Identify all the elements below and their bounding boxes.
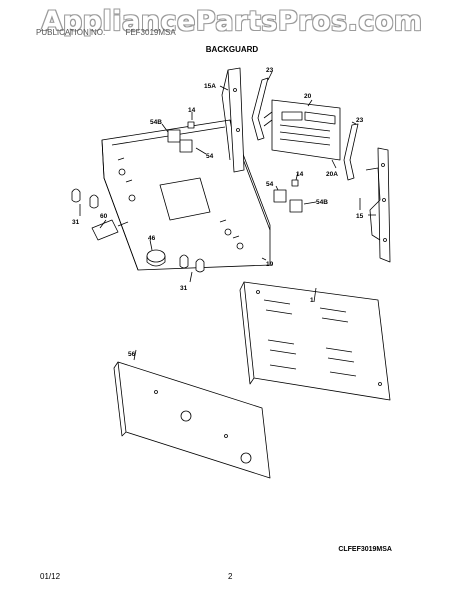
end-panel-15a — [221, 67, 245, 173]
part-label: 15 — [356, 213, 364, 220]
part-label: 31 — [72, 219, 80, 226]
control-board-20 — [263, 99, 341, 161]
part-label: 1 — [310, 297, 314, 304]
part-label: 31 — [180, 285, 188, 292]
model-label: FEF3019MSA — [125, 28, 176, 37]
part-labels: 1 56 15 15A 23 23 20 20A 14 14 54B 54 54… — [72, 67, 364, 358]
footer-page-number: 2 — [228, 572, 233, 581]
rear-panel-1 — [239, 281, 391, 401]
part-label: 20 — [304, 93, 312, 100]
bracket-23-left — [251, 77, 269, 141]
bracket-23-right — [343, 123, 359, 181]
lower-panel-56 — [113, 361, 271, 479]
knob-46 — [146, 249, 166, 267]
control-panel-19 — [101, 119, 271, 271]
part-label: 54B — [316, 199, 328, 206]
part-label: 20A — [326, 171, 338, 178]
part-label: 15A — [204, 83, 216, 90]
switch-54b-lower — [289, 199, 303, 213]
part-label: 54 — [206, 153, 214, 160]
part-label: 46 — [148, 235, 156, 242]
publication-label: PUBLICATION NO. — [36, 28, 106, 37]
knobs-31-left — [71, 188, 99, 209]
section-title: BACKGUARD — [205, 45, 259, 54]
part-label: 54B — [150, 119, 162, 126]
part-label: 23 — [266, 67, 274, 74]
model-code: CLFEF3019MSA — [338, 546, 392, 553]
footer-date: 01/12 — [40, 572, 61, 581]
watermark: AppliancePartsPros.com — [41, 6, 423, 37]
part-label: 56 — [128, 351, 136, 358]
part-label: 60 — [100, 213, 108, 220]
part-label: 23 — [356, 117, 364, 124]
light-14-lower — [291, 179, 299, 187]
knob-60 — [91, 219, 129, 241]
switch-54-lower — [273, 189, 287, 203]
part-label: 14 — [188, 107, 196, 114]
part-label: 14 — [296, 171, 304, 178]
light-14-upper — [187, 121, 195, 129]
switch-54-upper — [179, 139, 193, 153]
knobs-31-bottom — [179, 254, 205, 273]
document-header: PUBLICATION NO. FEF3019MSA — [36, 28, 194, 37]
switch-54b-upper — [167, 129, 181, 143]
side-panel-15 — [365, 147, 391, 263]
part-label: 19 — [266, 261, 274, 268]
part-label: 54 — [266, 181, 274, 188]
